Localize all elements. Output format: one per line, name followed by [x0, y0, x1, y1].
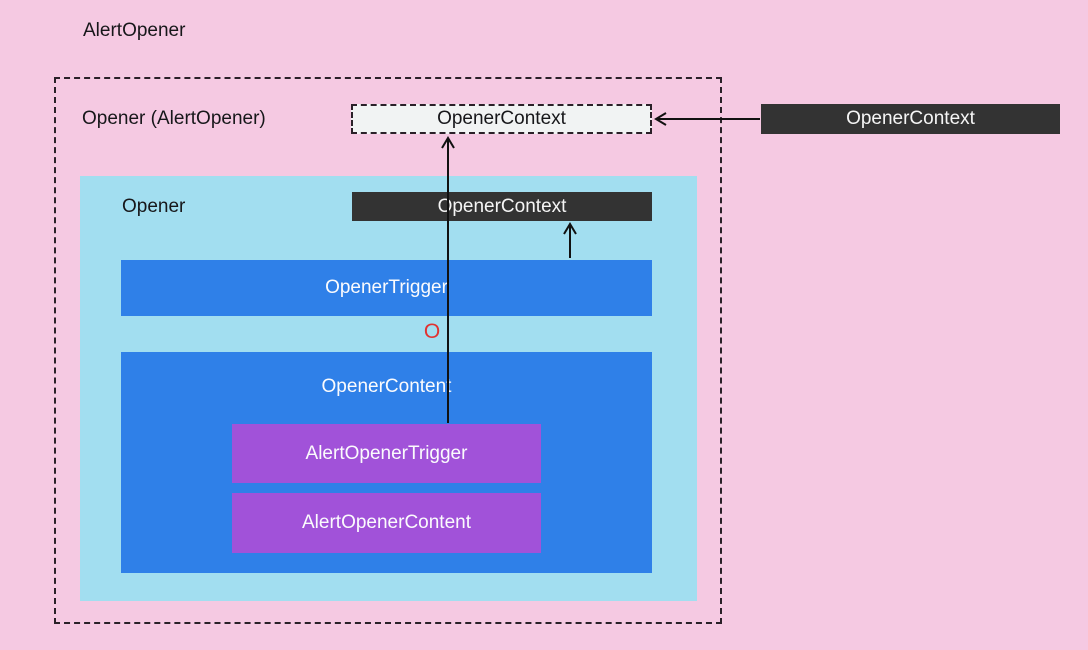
- opener-context-slot: OpenerContext: [351, 104, 652, 134]
- children-slot-marker: O: [423, 320, 441, 343]
- opener-context-chip-label: OpenerContext: [437, 195, 567, 217]
- diagram-title: AlertOpener: [83, 20, 186, 41]
- opener-trigger-label: OpenerTrigger: [325, 277, 448, 298]
- external-opener-context-box: OpenerContext: [761, 104, 1060, 134]
- alert-opener-content-label: AlertOpenerContent: [302, 512, 471, 533]
- opener-alertopener-frame: Opener (AlertOpener) OpenerContext Opene…: [54, 77, 722, 624]
- alert-opener-trigger-label: AlertOpenerTrigger: [305, 442, 468, 464]
- opener-context-slot-label: OpenerContext: [437, 108, 566, 129]
- opener-content-label: OpenerContent: [321, 376, 452, 397]
- opener-box: Opener OpenerContext OpenerTrigger O Ope…: [80, 176, 697, 601]
- opener-content-box: OpenerContent AlertOpenerTrigger AlertOp…: [121, 352, 652, 573]
- alert-opener-trigger-box: AlertOpenerTrigger: [232, 424, 541, 483]
- opener-trigger-box: OpenerTrigger: [121, 260, 652, 316]
- alert-opener-content-box: AlertOpenerContent: [232, 493, 541, 553]
- frame-label: Opener (AlertOpener): [82, 108, 266, 129]
- opener-label: Opener: [122, 196, 186, 217]
- opener-context-chip: OpenerContext: [352, 192, 652, 221]
- external-opener-context-label: OpenerContext: [846, 108, 975, 129]
